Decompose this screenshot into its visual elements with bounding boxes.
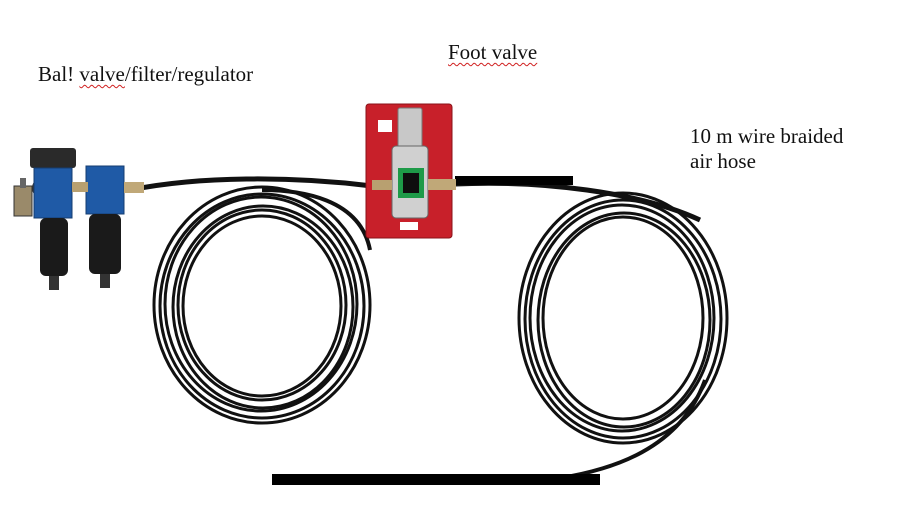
hose-callout-bar-bottom [272, 474, 600, 485]
ball-valve-icon [14, 178, 32, 216]
regulator-bowl-icon [30, 148, 76, 290]
filter-bowl-icon [86, 166, 124, 288]
hose-callout-bar-top [455, 176, 573, 185]
hose-fitting-icon [124, 182, 144, 193]
left-hose-coil-icon [154, 187, 370, 423]
foot-valve-icon [366, 104, 456, 238]
right-hose-coil-icon [519, 193, 727, 443]
frl-assembly-icon [14, 148, 144, 290]
